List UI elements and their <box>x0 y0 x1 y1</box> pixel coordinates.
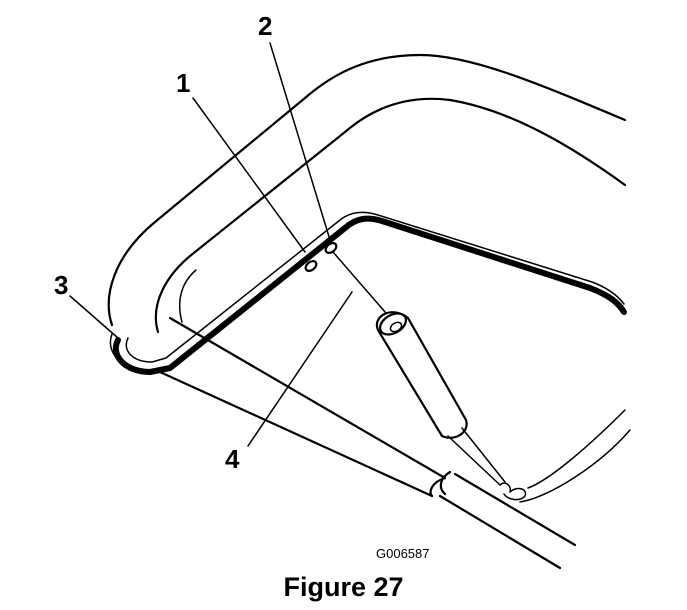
handle-joint-collar-back <box>439 470 452 496</box>
callout-1: 1 <box>176 68 191 98</box>
leader-line-3 <box>69 295 119 339</box>
cable-right-upper <box>527 409 626 489</box>
callout-4: 4 <box>225 444 240 474</box>
grease-drop <box>499 482 527 501</box>
lower-handle-upper-edge <box>168 316 447 480</box>
upper-handle-inner-edge <box>154 97 627 334</box>
callout-3: 3 <box>54 270 69 300</box>
figure-caption: Figure 27 <box>283 572 404 602</box>
figure-code: G006587 <box>376 546 430 561</box>
tool-top-inner <box>389 321 403 333</box>
tool-tip <box>447 427 506 486</box>
lower-handle-lower-edge <box>158 370 434 498</box>
control-bail-bar-highlight <box>109 333 141 371</box>
lower-handle-continuation-bottom <box>438 494 562 570</box>
leader-line-4 <box>247 291 353 447</box>
callout-2: 2 <box>258 11 273 41</box>
leader-line-2 <box>269 42 331 241</box>
bar-hole-2 <box>324 242 338 254</box>
cable-right-lower <box>519 429 631 503</box>
upper-handle-outer-edge <box>107 53 627 327</box>
tool-shaft-line <box>332 251 393 321</box>
control-bail-bar-inner <box>125 211 625 363</box>
leader-line-1 <box>192 97 306 253</box>
lower-handle-continuation-top <box>453 472 577 547</box>
upper-handle-inner-contour <box>178 269 197 323</box>
bar-hole-1 <box>304 260 318 272</box>
